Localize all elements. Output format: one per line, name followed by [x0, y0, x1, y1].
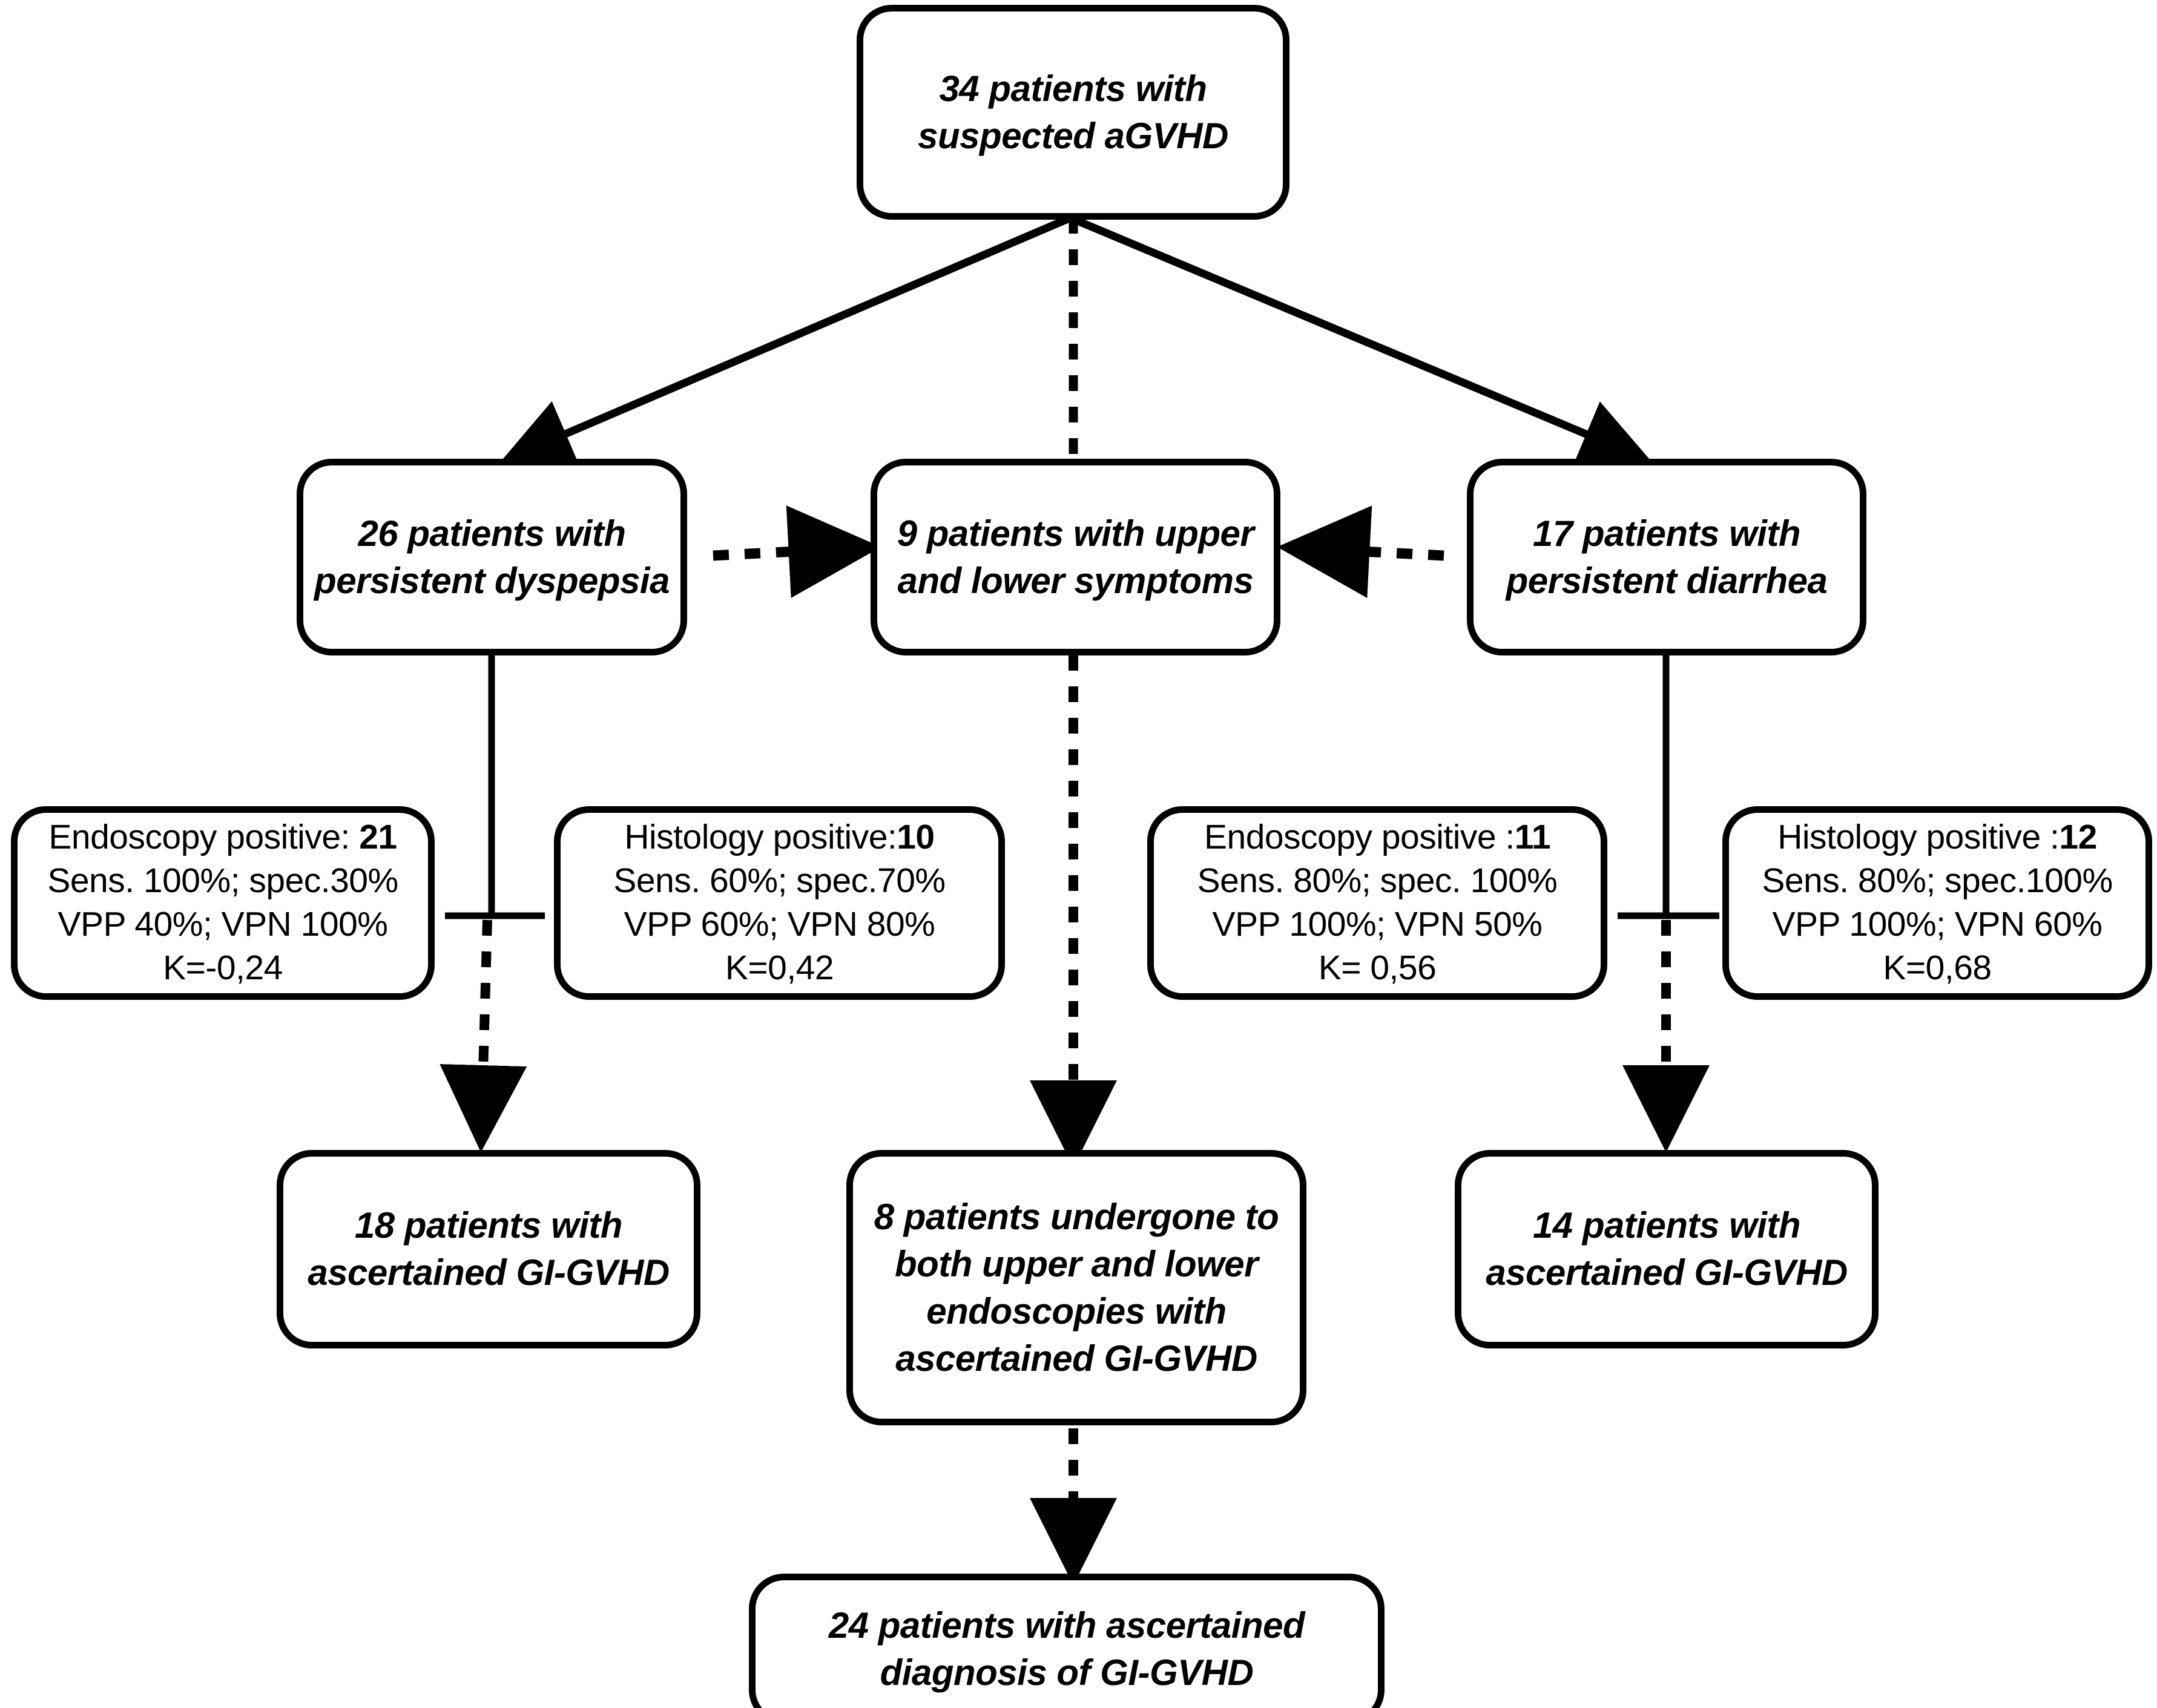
endoscopy-positive-upper-text: Endoscopy positive: 21 Sens. 100%; spec.… [47, 818, 398, 987]
endoscopy-positive-lower-box: Endoscopy positive :11 Sens. 80%; spec. … [1147, 806, 1607, 1000]
ascertained-gigvhd-upper-label: 18 patients with ascertained GI-GVHD [308, 1205, 670, 1293]
histology-positive-upper-box: Histology positive:10 Sens. 60%; spec.70… [554, 806, 1005, 1000]
endoscopy-positive-lower-text: Endoscopy positive :11 Sens. 80%; spec. … [1197, 818, 1558, 987]
suspected-agvhd-box: 34 patients with suspected aGVHD [857, 5, 1289, 220]
ascertained-gigvhd-lower-label: 14 patients with ascertained GI-GVHD [1486, 1205, 1848, 1293]
edge-root-to-dyspepsia [501, 214, 1072, 467]
persistent-dyspepsia-box: 26 patients with persistent dyspepsia [297, 459, 687, 655]
ascertained-gigvhd-upper-box: 18 patients with ascertained GI-GVHD [277, 1150, 700, 1348]
persistent-diarrhea-label: 17 patients with persistent diarrhea [1506, 513, 1828, 601]
histology-positive-lower-box: Histology positive :12 Sens. 80%; spec.1… [1722, 806, 2152, 1000]
edge-diarrhea-to-stats-right [1618, 655, 1719, 919]
endoscopy-positive-upper-box: Endoscopy positive: 21 Sens. 100%; spec.… [11, 806, 435, 1000]
persistent-dyspepsia-label: 26 patients with persistent dyspepsia [314, 513, 670, 601]
edge-root-to-diarrhea [1069, 214, 1652, 467]
total-ascertained-diagnosis-label: 24 patients with ascertained diagnosis o… [828, 1605, 1305, 1693]
edge-stats-left-to-result-left [440, 919, 527, 1152]
histology-positive-lower-text: Histology positive :12 Sens. 80%; spec.1… [1762, 818, 2113, 987]
both-endoscopies-ascertained-box: 8 patients undergone to both upper and l… [846, 1150, 1306, 1425]
persistent-diarrhea-box: 17 patients with persistent diarrhea [1467, 459, 1866, 655]
edge-dyspepsia-to-upper-lower [713, 505, 881, 598]
both-endoscopies-ascertained-label: 8 patients undergone to both upper and l… [874, 1196, 1279, 1379]
histology-positive-upper-text: Histology positive:10 Sens. 60%; spec.70… [613, 818, 946, 987]
edge-dyspepsia-to-stats-left [445, 655, 545, 919]
edge-diarrhea-to-upper-lower [1277, 505, 1444, 599]
upper-and-lower-symptoms-box: 9 patients with upper and lower symptoms [871, 459, 1280, 655]
upper-and-lower-symptoms-label: 9 patients with upper and lower symptoms [897, 513, 1254, 601]
ascertained-gigvhd-lower-box: 14 patients with ascertained GI-GVHD [1455, 1150, 1879, 1348]
suspected-agvhd-label: 34 patients with suspected aGVHD [918, 68, 1228, 156]
total-ascertained-diagnosis-box: 24 patients with ascertained diagnosis o… [749, 1574, 1385, 1708]
